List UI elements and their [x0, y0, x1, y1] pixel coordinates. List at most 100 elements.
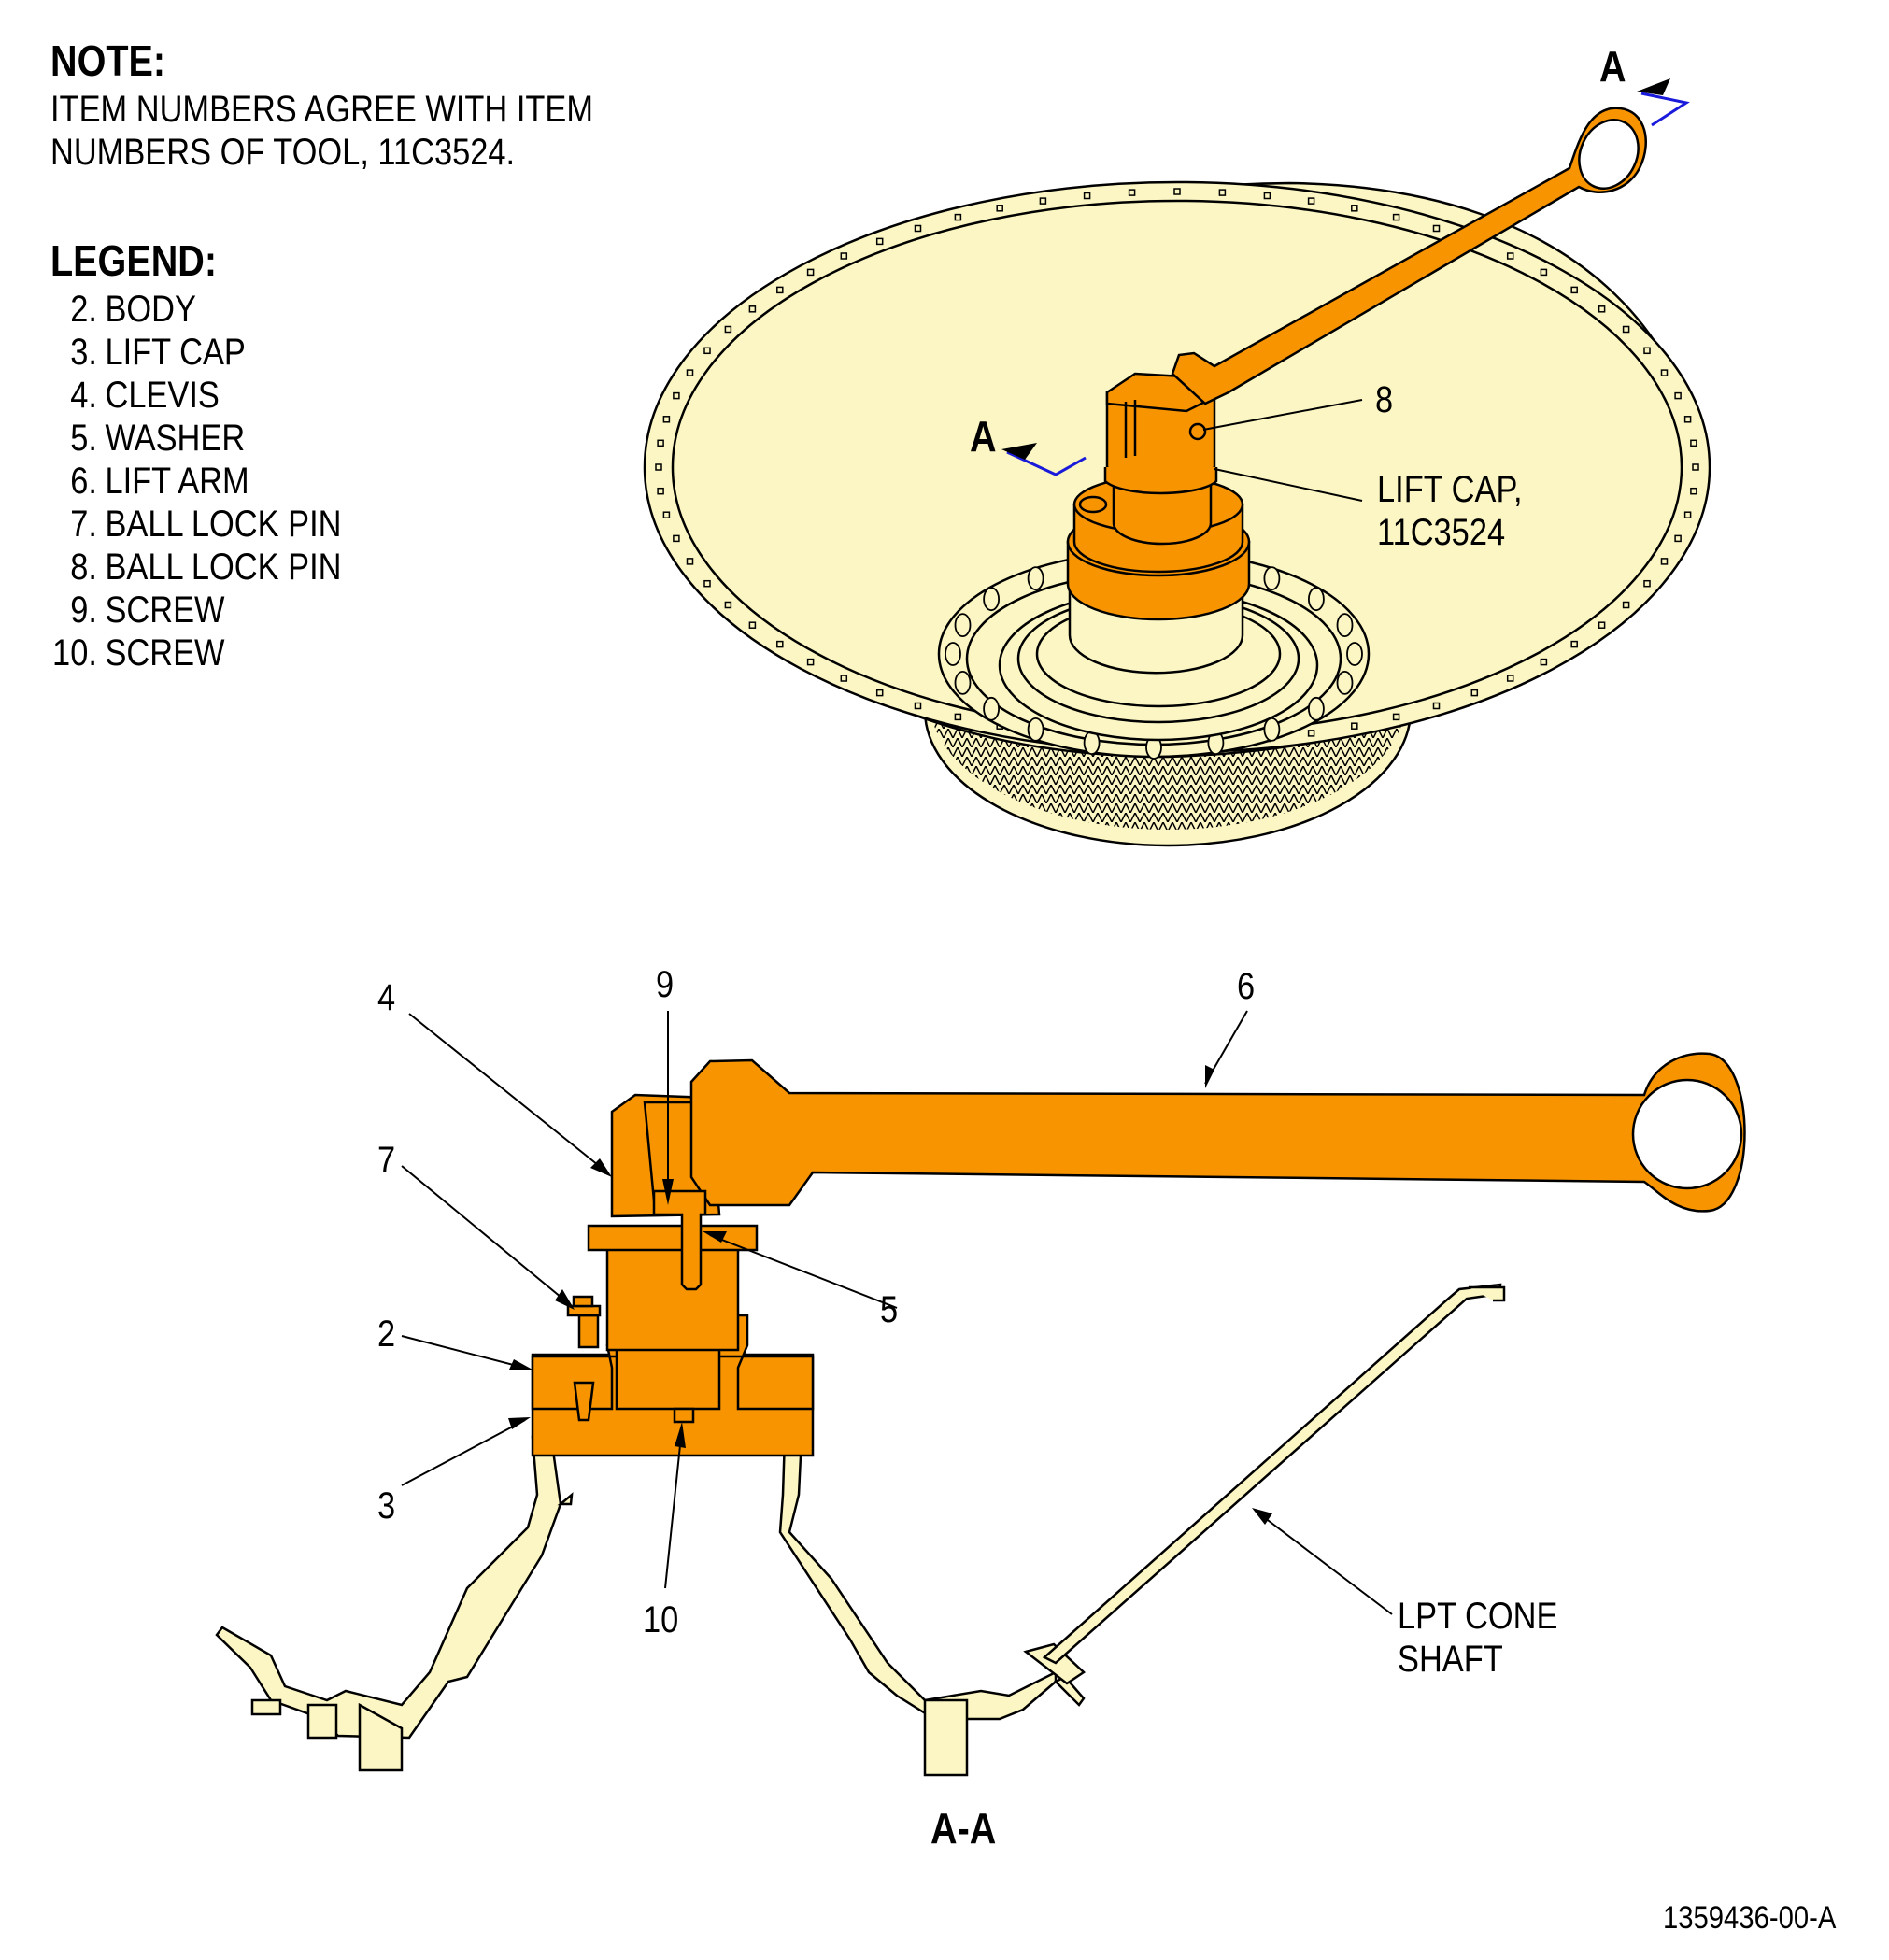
arrowheads — [508, 1065, 1272, 1525]
rim-hole — [686, 369, 694, 376]
lpt-cone-shaft-label-line1: LPT CONE — [1398, 1596, 1558, 1637]
lpt-cone-shaft-label-line2: SHAFT — [1398, 1639, 1503, 1680]
rim-hole — [703, 579, 711, 588]
rim-hole — [1598, 305, 1606, 313]
rim-hole — [996, 205, 1003, 212]
rim-hole — [1570, 286, 1578, 294]
callout-6: 6 — [1237, 966, 1256, 1007]
rim-hole — [1570, 640, 1578, 648]
rim-hole — [1307, 197, 1315, 205]
rim-hole — [686, 558, 694, 565]
rim-hole — [806, 268, 815, 277]
callout-4: 4 — [377, 977, 396, 1018]
hub-hole — [954, 671, 972, 695]
rim-hole — [1263, 192, 1271, 200]
hub-hole — [944, 642, 961, 666]
rim-hole — [1432, 702, 1441, 710]
callout-3: 3 — [377, 1485, 396, 1527]
rim-hole — [655, 463, 662, 471]
rim-hole — [1506, 675, 1514, 682]
legend-item: 7.BALL LOCK PIN — [70, 504, 342, 545]
section-marker-label-lower: A — [970, 412, 997, 461]
rim-hole — [1690, 439, 1697, 447]
hub-hole — [983, 587, 1000, 612]
rim-hole — [1643, 347, 1651, 355]
rim-hole — [914, 702, 922, 710]
callout-2: 2 — [377, 1314, 396, 1355]
rim-hole — [1674, 391, 1682, 400]
hub-hole — [1308, 696, 1325, 721]
washer-5 — [587, 1224, 759, 1252]
rim-hole — [673, 391, 680, 400]
rim-hole — [1307, 730, 1315, 737]
hub-hole — [1027, 566, 1044, 590]
section-view — [215, 1010, 1746, 1777]
legend-item: 6.LIFT ARM — [70, 461, 249, 502]
rim-hole — [1660, 369, 1669, 376]
hub-hole — [954, 613, 972, 637]
drawing-id: 1359436-00-A — [1663, 1900, 1837, 1936]
lpt-cone-shaft-section — [215, 1283, 1506, 1777]
note-heading: NOTE: — [50, 36, 166, 85]
hub-hole — [1263, 717, 1281, 742]
rim-hole — [703, 347, 711, 355]
rim-hole — [1540, 268, 1548, 277]
hub-hole — [1308, 587, 1325, 612]
ball-lock-pin-8-icon — [1188, 422, 1207, 441]
rim-hole — [1470, 689, 1479, 697]
rim-hole — [657, 439, 664, 447]
section-line-marker-upper — [1640, 92, 1690, 127]
rim-hole — [776, 640, 784, 648]
rim-hole — [954, 213, 962, 221]
rim-hole — [1692, 463, 1699, 471]
hub-hole — [1263, 566, 1281, 590]
rim-hole — [1622, 601, 1630, 609]
screw-9 — [652, 1189, 707, 1291]
rim-hole — [914, 224, 922, 233]
legend-heading: LEGEND: — [50, 236, 218, 285]
legend-item: 3.LIFT CAP — [70, 332, 246, 373]
rim-hole — [673, 534, 680, 543]
rim-hole — [1506, 252, 1514, 260]
rim-hole — [657, 487, 664, 495]
section-leaders — [401, 1010, 1393, 1615]
rim-hole — [662, 511, 671, 518]
rim-hole — [1690, 487, 1697, 495]
legend-item: 9.SCREW — [70, 589, 225, 631]
lift-cap-label-line1: LIFT CAP, — [1377, 469, 1523, 510]
callout-9: 9 — [656, 964, 675, 1005]
iso-view — [643, 78, 1711, 847]
rim-hole — [1173, 188, 1181, 195]
hub-hole — [1346, 642, 1363, 666]
rim-hole — [724, 325, 732, 334]
legend-item: 4.CLEVIS — [70, 375, 220, 416]
hub-hole — [1336, 613, 1354, 637]
lift-cap-label-line2: 11C3524 — [1377, 512, 1506, 553]
rim-hole — [1598, 621, 1606, 629]
section-marker-label-upper: A — [1599, 42, 1626, 91]
rim-hole — [1674, 534, 1682, 543]
rim-hole — [1351, 722, 1358, 730]
rim-hole — [748, 621, 757, 629]
section-line-marker-lower — [1006, 450, 1087, 476]
rim-hole — [1351, 205, 1358, 212]
rim-hole — [1432, 224, 1441, 233]
lift-arm-6 — [689, 1052, 1746, 1213]
rim-hole — [954, 713, 962, 721]
legend-list: 2.BODY 3.LIFT CAP 4.CLEVIS 5.WASHER 6.LI… — [50, 288, 341, 675]
rim-hole — [1218, 189, 1227, 196]
rim-hole — [724, 601, 732, 609]
hub-hole — [1027, 717, 1044, 742]
rim-hole — [1683, 511, 1692, 518]
rim-hole — [1128, 189, 1136, 196]
rim-hole — [1683, 416, 1692, 423]
note-text: ITEM NUMBERS AGREE WITH ITEM NUMBERS OF … — [50, 89, 594, 173]
rim-hole — [776, 286, 784, 294]
ball-lock-pin-7 — [577, 1314, 600, 1349]
tool-assembly-section — [531, 1052, 1746, 1457]
legend-item: 2.BODY — [70, 289, 196, 330]
callout-10: 10 — [643, 1599, 679, 1640]
rim-hole — [1660, 558, 1669, 565]
lift-arm-hole — [1631, 1078, 1743, 1190]
